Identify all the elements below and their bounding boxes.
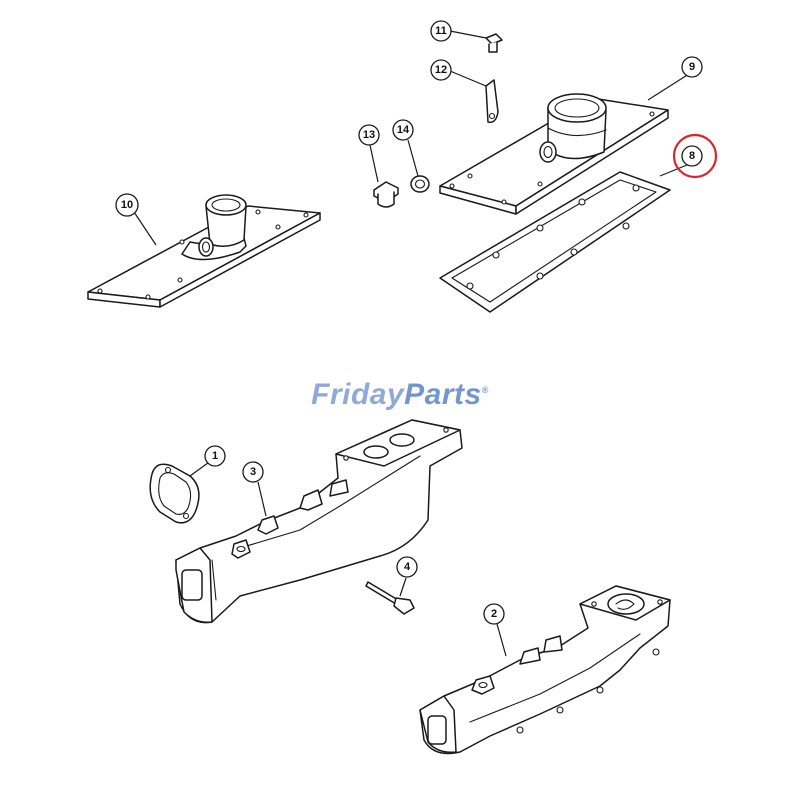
highlight-ring-8 — [672, 133, 718, 179]
cover-plate-9 — [439, 93, 669, 215]
callout-label-14: 14 — [397, 124, 410, 136]
cover-plate-10 — [87, 194, 321, 308]
callout-10: 10 — [115, 193, 139, 217]
callout-2: 2 — [483, 603, 505, 625]
callout-3: 3 — [242, 461, 264, 483]
callout-4: 4 — [396, 556, 418, 578]
exhaust-manifold-3 — [175, 419, 463, 624]
gasket-8 — [439, 171, 671, 313]
fridayparts-watermark-logo: FridayParts® — [0, 378, 800, 412]
callout-9: 9 — [681, 56, 703, 78]
bracket-12 — [485, 79, 499, 124]
callout-label-8: 8 — [689, 150, 695, 162]
gasket-1 — [149, 463, 200, 524]
bolt-4 — [365, 581, 415, 615]
callout-label-13: 13 — [363, 129, 375, 141]
callout-label-3: 3 — [250, 466, 256, 478]
callout-13: 13 — [358, 124, 380, 146]
callout-label-11: 11 — [435, 25, 447, 37]
callout-11: 11 — [430, 20, 452, 42]
watermark-brand-part2: Parts — [404, 378, 482, 411]
callout-12: 12 — [430, 59, 452, 81]
leader-lines — [133, 30, 693, 657]
callout-label-10: 10 — [121, 199, 133, 211]
callout-14: 14 — [392, 119, 414, 141]
callout-label-9: 9 — [689, 61, 695, 73]
watermark-registered-mark: ® — [481, 385, 489, 395]
callout-label-12: 12 — [435, 64, 447, 76]
callout-label-2: 2 — [491, 608, 497, 620]
plug-13 — [373, 181, 399, 208]
callout-1: 1 — [204, 445, 226, 467]
callout-label-4: 4 — [404, 561, 411, 573]
watermark-brand-part1: Friday — [311, 378, 405, 411]
callout-label-1: 1 — [212, 450, 218, 462]
bolt-11 — [485, 33, 503, 53]
callout-8: 8 — [672, 133, 718, 179]
exhaust-manifold-2 — [419, 585, 671, 755]
washer-14 — [410, 175, 430, 193]
